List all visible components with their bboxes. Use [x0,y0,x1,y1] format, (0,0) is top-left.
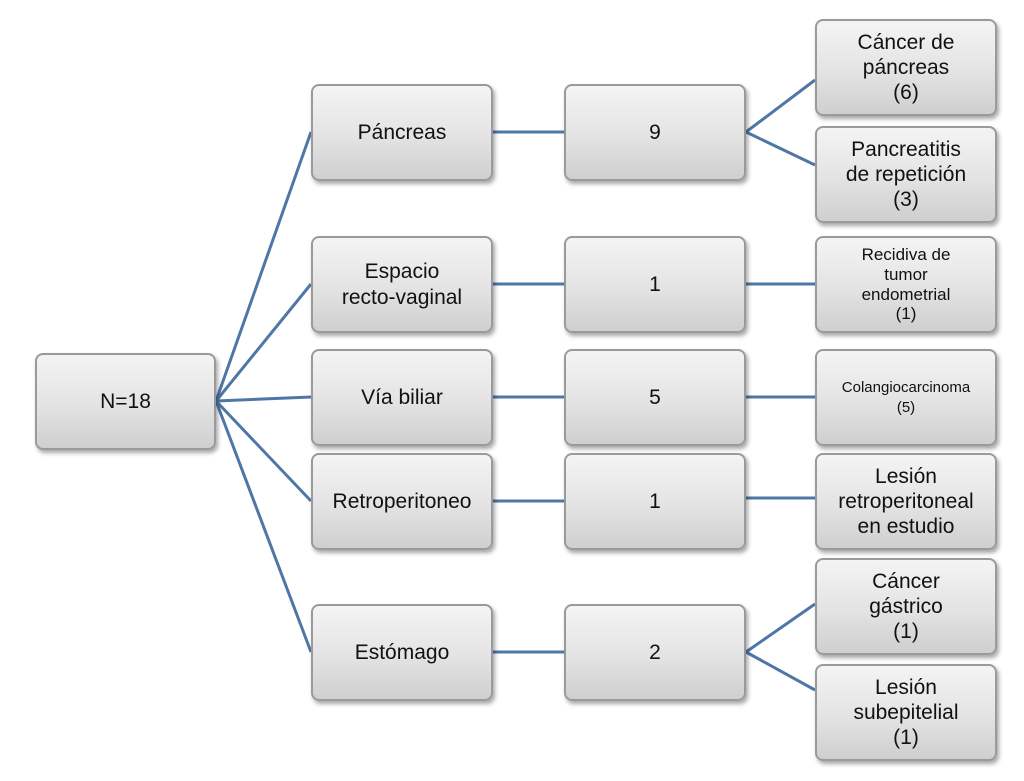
count-node-retroperitoneum: 1 [564,453,746,550]
site-node-rectovaginal-space: Espacio recto-vaginal [311,236,493,333]
connector-line [745,602,816,654]
site-node-stomach: Estómago [311,604,493,701]
diagnosis-label: Pancreatitis de repetición (3) [845,137,967,212]
count-label: 2 [649,640,661,664]
count-label: 5 [649,385,661,409]
count-label: 9 [649,120,661,144]
count-node-stomach: 2 [564,604,746,701]
connector-line [214,399,313,503]
count-node-bile-duct: 5 [564,349,746,446]
connector-line [215,395,312,403]
connector-line [745,130,816,167]
diagnosis-label: Cáncer gástrico (1) [869,569,943,644]
diagnosis-node-endometrial-recurrence: Recidiva de tumor endometrial (1) [815,236,997,333]
diagnosis-label: Recidiva de tumor endometrial (1) [861,245,951,324]
diagnosis-node-subepithelial-lesion: Lesión subepitelial (1) [815,664,997,761]
site-label: Retroperitoneo [332,489,472,513]
site-label: Páncreas [357,120,447,144]
diagnosis-node-gastric-cancer: Cáncer gástrico (1) [815,558,997,655]
diagnosis-node-cholangiocarcinoma: Colangiocarcinoma (5) [815,349,997,446]
count-label: 1 [649,272,661,296]
site-label: Estómago [354,640,450,664]
connector-line [214,283,313,402]
connector-line [745,78,816,134]
count-node-rectovaginal-space: 1 [564,236,746,333]
connector-line [214,400,313,653]
site-label: Espacio recto-vaginal [341,260,463,309]
connector-line [214,131,313,402]
diagnosis-label: Colangiocarcinoma (5) [841,379,971,416]
site-node-pancreas: Páncreas [311,84,493,181]
site-node-retroperitoneum: Retroperitoneo [311,453,493,550]
site-node-bile-duct: Vía biliar [311,349,493,446]
root-label: N=18 [100,389,151,413]
count-label: 1 [649,489,661,513]
count-node-pancreas: 9 [564,84,746,181]
diagnosis-label: Cáncer de páncreas (6) [857,30,955,105]
connector-line [745,650,816,692]
site-label: Vía biliar [361,385,443,409]
diagnosis-node-recurrent-pancreatitis: Pancreatitis de repetición (3) [815,126,997,223]
diagnosis-label: Lesión subepitelial (1) [853,675,959,750]
diagnosis-node-pancreatic-cancer: Cáncer de páncreas (6) [815,19,997,116]
root-node: N=18 [35,353,216,450]
diagnosis-label: Lesión retroperitoneal en estudio [838,464,974,539]
diagnosis-node-retroperitoneal-lesion: Lesión retroperitoneal en estudio [815,453,997,550]
